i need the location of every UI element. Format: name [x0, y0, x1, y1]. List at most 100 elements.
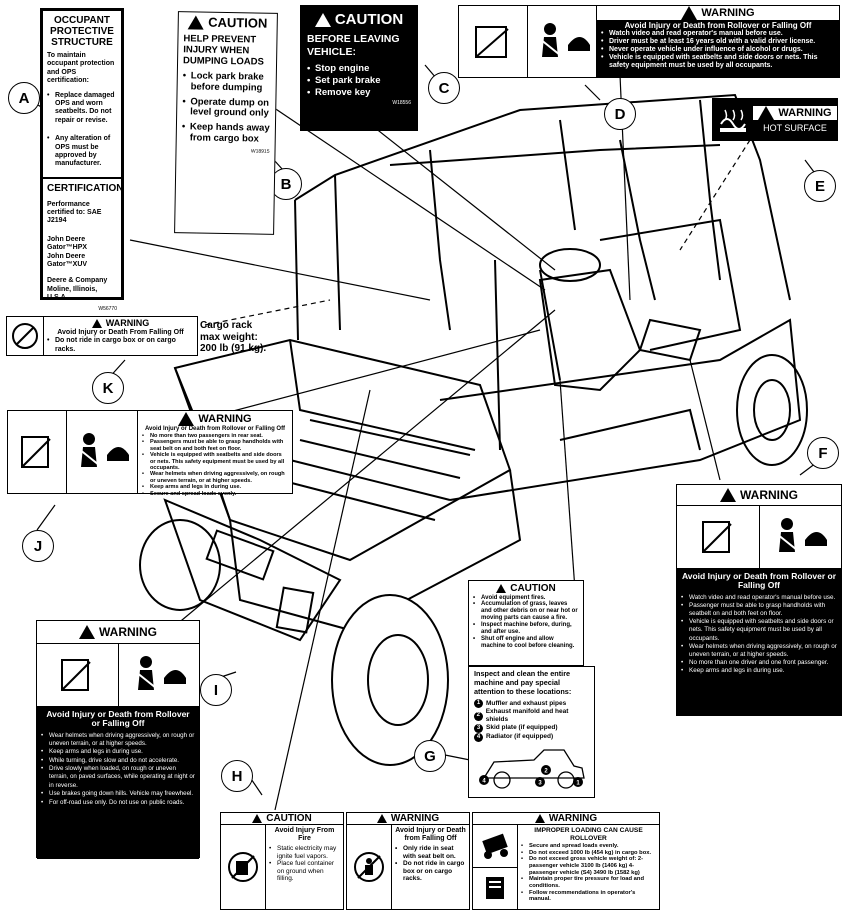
decal-h2-heading: Avoid Injury or Death from Falling Off	[395, 827, 466, 843]
no-fueling-icon	[221, 825, 266, 909]
decal-b-dumping: CAUTION HELP PREVENT INJURY WHEN DUMPING…	[174, 11, 278, 235]
decal-b-heading: HELP PREVENT INJURY WHEN DUMPING LOADS	[182, 33, 264, 68]
warning-triangle-icon	[178, 412, 195, 426]
decal-d-bullet: Driver must be at least 16 years old wit…	[601, 38, 835, 46]
no-riders-cargo-icon	[7, 317, 44, 355]
decal-j-bullet: Secure and spread loads evenly.	[142, 491, 288, 498]
decal-a-bullet: Any alteration of OPS must be approved b…	[47, 135, 117, 169]
decal-i-bullet: While turning, drive slow and do not acc…	[41, 757, 195, 766]
rear-right-wheel	[139, 519, 221, 611]
decal-a-bullet: Replace damaged OPS and worn seatbelts. …	[47, 92, 117, 126]
svg-text:2: 2	[544, 768, 548, 774]
decal-f-bullet: No more than one driver and one front pa…	[681, 659, 837, 667]
leader-a	[129, 239, 431, 301]
decal-i-rollover: WARNING Avoid Injury or Death from Rollo…	[36, 620, 200, 859]
decal-k-falling-off: WARNING Avoid Injury or Death From Falli…	[6, 316, 198, 356]
decal-e-hot-surface: WARNING HOT SURFACE	[712, 98, 838, 141]
decal-f-bullet: Passenger must be able to grasp handhold…	[681, 602, 837, 618]
decal-g-bullet: Inspect machine before, during, and afte…	[473, 622, 579, 636]
decal-h2-bullet: Only ride in seat with seat belt on.	[395, 845, 466, 860]
decal-k-bullet: Do not ride in cargo box or on cargo rac…	[47, 337, 194, 354]
decal-b-bullet: Operate dump on level ground only	[182, 96, 270, 120]
decal-h1-signal: CAUTION	[266, 813, 312, 824]
decal-j-bullet: Keep arms and legs in during use.	[142, 484, 288, 491]
decal-d-signal: WARNING	[701, 6, 755, 19]
warning-triangle-icon	[534, 814, 545, 823]
decal-a-company: Deere & Company Moline, Illinois, U.S.A.	[47, 277, 108, 302]
callout-a: A	[8, 82, 40, 114]
decal-a-cert-text: Performance certified to: SAE J2194	[47, 200, 102, 225]
leader-e	[679, 139, 751, 251]
decal-b-signal: CAUTION	[208, 14, 268, 31]
decal-i-bullet: For off-road use only. Do not use on pub…	[41, 799, 195, 808]
leader-g	[559, 379, 576, 591]
decal-h2-bullet: Do not ride in cargo box or on cargo rac…	[395, 860, 466, 882]
decal-h1-heading: Avoid Injury From Fire	[274, 827, 335, 843]
no-rollover-pictogram	[459, 6, 528, 77]
decal-b-bullet: Lock park brake before dumping	[183, 70, 271, 94]
decal-a-title: OCCUPANT PROTECTIVE STRUCTURE	[50, 15, 114, 48]
location-text: Skid plate (if equipped)	[486, 724, 558, 732]
no-riders-cargo-icon	[347, 825, 392, 909]
decal-c-bullet: Stop engine	[307, 63, 411, 76]
warning-triangle-icon	[314, 12, 331, 27]
decal-c-heading: BEFORE LEAVING VEHICLE:	[307, 32, 400, 59]
decal-h-fire: CAUTION Avoid Injury From Fire Static el…	[220, 812, 344, 910]
svg-text:3: 3	[538, 780, 542, 786]
location-number: 4	[474, 732, 483, 742]
overload-rollover-icon	[473, 825, 517, 868]
decal-e-signal: WARNING	[778, 107, 832, 119]
decal-c-leaving: CAUTION BEFORE LEAVING VEHICLE: Stop eng…	[300, 5, 418, 131]
rear-left-wheel	[331, 594, 449, 766]
leader-i	[169, 309, 556, 631]
decal-k-heading: Avoid Injury or Death From Falling Off	[57, 328, 184, 336]
decal-a-ops: OCCUPANT PROTECTIVE STRUCTURE To maintai…	[40, 8, 124, 312]
callout-j: J	[22, 530, 54, 562]
leader-k	[204, 299, 331, 326]
location-text: Radiator (if equipped)	[486, 733, 554, 741]
leader-h	[274, 389, 371, 811]
decal-h-falling-off: WARNING Avoid Injury or Death from Falli…	[346, 812, 470, 910]
decal-f-bullet: Watch video and read operator's manual b…	[681, 594, 837, 602]
decal-c-bullet: Set park brake	[307, 75, 411, 88]
decal-h3-signal: WARNING	[548, 813, 598, 824]
decal-j-bullet: Vehicle is equipped with seatbelts and s…	[142, 452, 288, 471]
leader-j	[179, 329, 541, 426]
decal-i-bullet: Use brakes going down hills. Vehicle may…	[41, 790, 195, 799]
manual-icon	[473, 867, 517, 909]
seatbelt-helmet-pictogram	[528, 6, 597, 77]
location-number: 3	[474, 723, 483, 733]
decal-h3-bullet: Maintain proper tire pressure for load a…	[521, 876, 656, 889]
decal-h3-bullet: Secure and spread loads evenly.	[521, 843, 656, 850]
decal-d-heading: Avoid Injury or Death from Rollover or F…	[624, 21, 812, 30]
front-right-wheel	[736, 354, 808, 466]
decal-g-inspect: Inspect and clean the entire machine and…	[468, 666, 595, 798]
decal-g-fire-caution: CAUTION Avoid equipment fires. Accumulat…	[468, 580, 584, 666]
decal-h-loading: WARNING IMPROPER LOADING CAN CAUSE ROLLO…	[472, 812, 660, 910]
decal-d-bullet: Never operate vehicle under influence of…	[601, 46, 835, 54]
warning-triangle-icon	[91, 318, 102, 328]
warning-triangle-icon	[79, 625, 95, 639]
decal-h3-bullet: Follow recommendations in operator's man…	[521, 890, 656, 903]
decal-d-bullet: Watch video and read operator's manual b…	[601, 30, 835, 38]
decal-j-rear-seat: WARNING Avoid Injury or Death from Rollo…	[7, 410, 293, 498]
callout-i: I	[200, 674, 232, 706]
decal-g-bullet: Shut off engine and allow machine to coo…	[473, 636, 579, 650]
leader-b	[239, 84, 546, 291]
decal-a-code: W56770	[98, 305, 117, 312]
decal-i-signal: WARNING	[99, 625, 157, 639]
seat	[538, 268, 642, 392]
steering-wheel	[539, 248, 601, 282]
location-text: Exhaust manifold and heat shields	[485, 708, 569, 724]
callout-g: G	[414, 740, 446, 772]
decal-e-text: HOT SURFACE	[763, 123, 827, 133]
callout-f: F	[807, 437, 839, 469]
decal-c-bullet: Remove key	[307, 87, 411, 100]
decal-i-bullet: Wear helmets when driving aggressively, …	[41, 732, 195, 749]
decal-a-cert-title: CERTIFICATION	[47, 182, 124, 194]
warning-triangle-icon	[252, 814, 263, 823]
no-rollover-pictogram	[37, 644, 119, 706]
seatbelt-helmet-pictogram	[67, 411, 138, 493]
decal-g-bullet: Avoid equipment fires.	[473, 595, 579, 602]
vehicle-location-pictogram: 4 2 3 1	[479, 749, 585, 789]
